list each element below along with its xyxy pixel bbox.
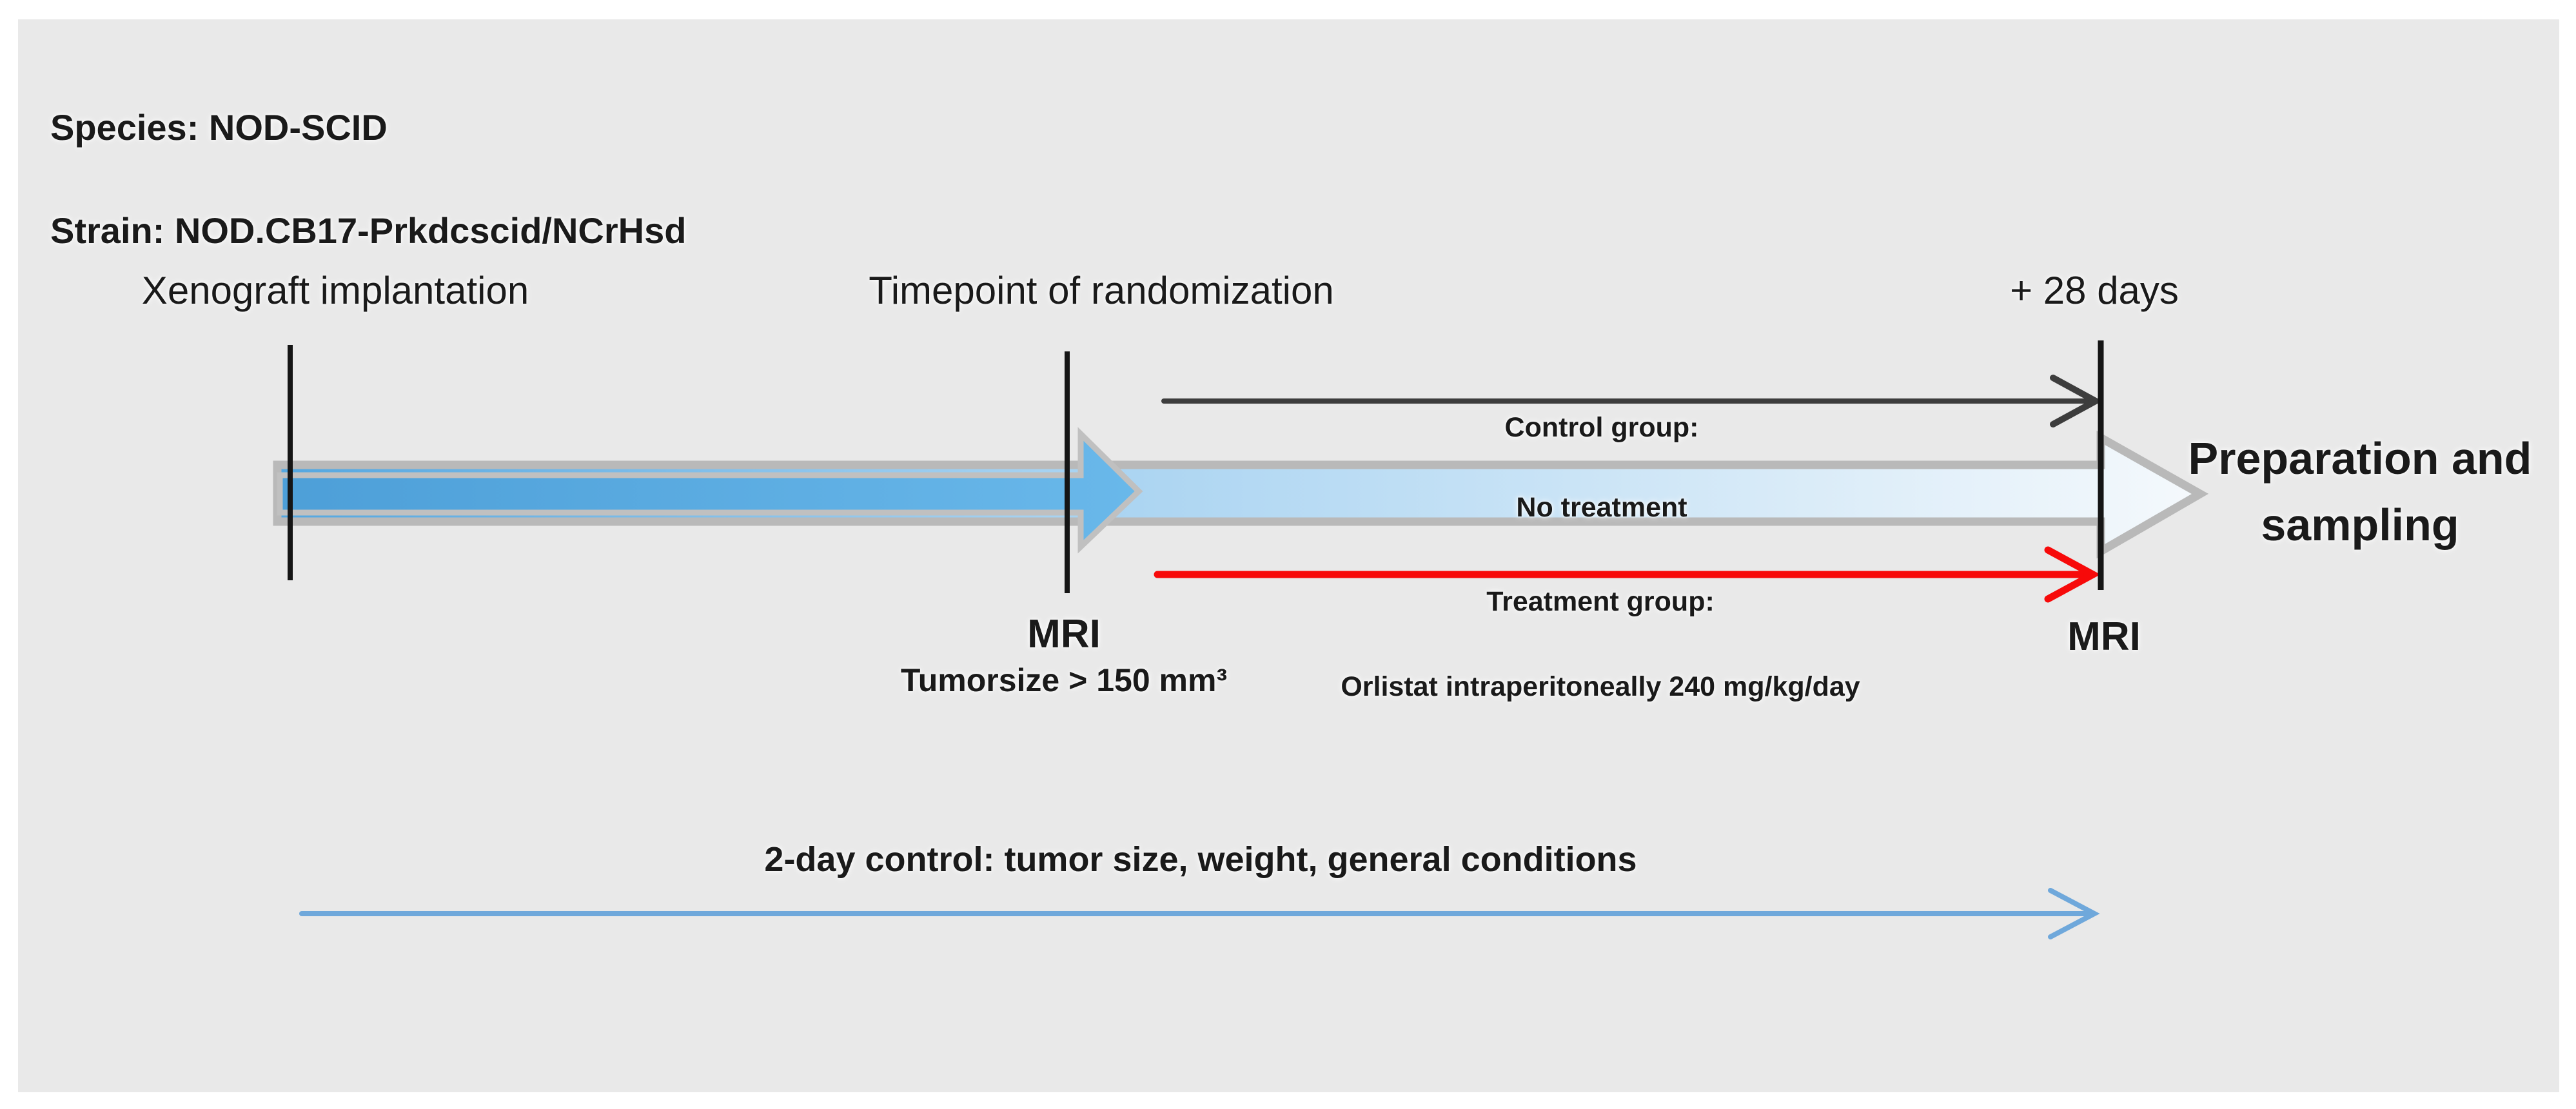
control-arrow (1161, 375, 2103, 427)
pre-randomization-arrow (277, 427, 1143, 554)
control-group-title: Control group: (1504, 412, 1699, 443)
control-group-label: Control group: No treatment (1505, 368, 1699, 567)
species-line: Species: NOD-SCID (50, 107, 388, 148)
control-group-description: No treatment (1516, 492, 1687, 523)
treatment-group-description: Orlistat intraperitoneally 240 mg/kg/day (1341, 671, 1860, 702)
treatment-group-title: Treatment group: (1486, 586, 1715, 617)
monitoring-arrow (299, 888, 2100, 939)
animal-info: Species: NOD-SCID Strain: NOD.CB17-Prkdc… (50, 50, 686, 308)
timeline-graphic (273, 340, 2209, 939)
endpoint-label: + 28 days (2010, 269, 2179, 312)
randomization-mri-label: MRI (1027, 612, 1101, 656)
implantation-label: Xenograft implantation (141, 269, 529, 312)
endpoint-mri-label: MRI (2067, 614, 2141, 659)
tumor-size-criterion: Tumorsize > 150 mm³ (900, 662, 1228, 698)
study-design-panel: Species: NOD-SCID Strain: NOD.CB17-Prkdc… (18, 19, 2559, 1092)
randomization-label: Timepoint of randomization (869, 269, 1334, 312)
monitoring-label: 2-day control: tumor size, weight, gener… (764, 840, 1637, 879)
outcome-label: Preparation and sampling (2188, 433, 2532, 550)
strain-line: Strain: NOD.CB17-Prkdcscid/NCrHsd (50, 210, 687, 251)
treatment-arrow (1154, 546, 2101, 603)
treatment-group-label: Treatment group: Orlistat intraperitonea… (1341, 538, 1860, 751)
